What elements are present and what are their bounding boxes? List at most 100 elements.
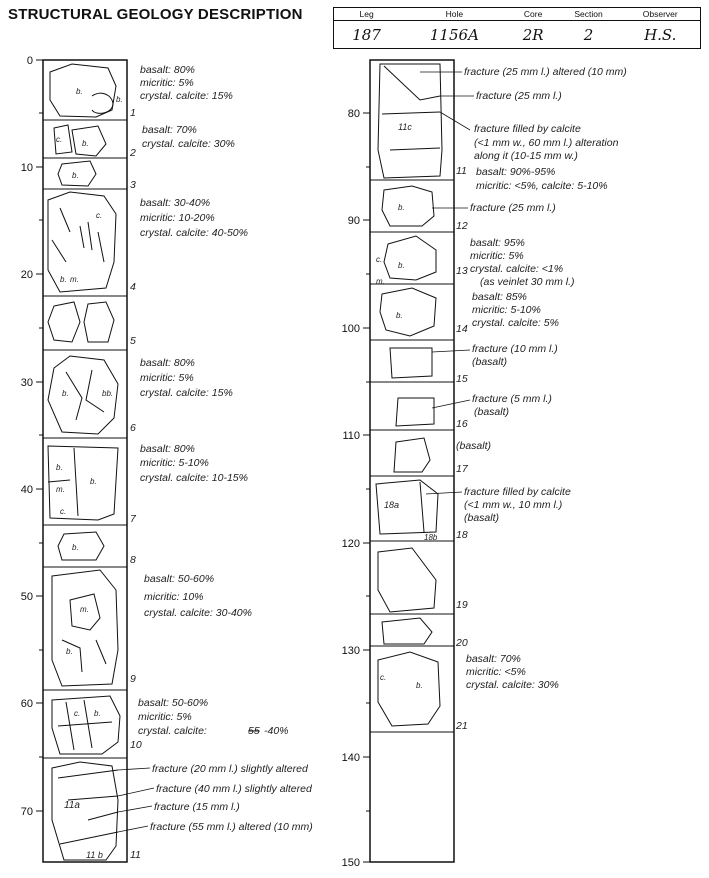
rock-piece-15 bbox=[389, 347, 433, 379]
note-p1-micritic: micritic: 5% bbox=[140, 77, 194, 89]
leader-11-4 bbox=[117, 825, 149, 833]
rock-piece-11-right bbox=[377, 63, 443, 179]
core-header-table: Leg Hole Core Section Observer 187 1156A… bbox=[333, 7, 701, 49]
depth-label-70: 70 bbox=[21, 806, 33, 818]
rock-piece-4-veins bbox=[51, 207, 105, 263]
note-r11-fill-3: along it (10-15 mm w.) bbox=[474, 150, 578, 162]
piece-1-basalt-label: b. bbox=[76, 87, 83, 96]
piece-8-basalt-label: b. bbox=[72, 543, 79, 552]
note-p15-basalt: (basalt) bbox=[472, 356, 507, 368]
note-p7-calcite: crystal. calcite: 10-15% bbox=[140, 472, 248, 484]
rock-piece-2a bbox=[53, 124, 73, 155]
rock-piece-3 bbox=[57, 160, 97, 187]
piece-number-2: 2 bbox=[129, 147, 136, 159]
note-p14-basalt: basalt: 85% bbox=[472, 291, 527, 303]
right-scale-ticks bbox=[363, 112, 370, 863]
rock-piece-11-right-fractures bbox=[381, 65, 441, 151]
piece-13-micritic-label: m. bbox=[376, 277, 385, 286]
note-p2-basalt: basalt: 70% bbox=[142, 124, 197, 136]
depth-label-40: 40 bbox=[21, 484, 33, 496]
piece-number-10: 10 bbox=[130, 739, 142, 751]
header-core-value: 2R bbox=[522, 25, 544, 44]
rock-piece-7 bbox=[47, 445, 119, 521]
piece-1-calcite-label: b. bbox=[116, 95, 123, 104]
note-p11-fracture-4: fracture (55 mm l.) altered (10 mm) bbox=[150, 821, 313, 833]
note-p18-basalt: (basalt) bbox=[464, 512, 499, 524]
piece-number-19: 19 bbox=[456, 599, 468, 611]
rock-piece-9-veins bbox=[61, 593, 107, 673]
piece-18b-label: 18b bbox=[424, 533, 438, 542]
note-p6-calcite: crystal. calcite: 15% bbox=[140, 387, 233, 399]
note-r11-fill-2: (<1 mm w., 60 mm l.) alteration bbox=[474, 137, 619, 149]
piece-11a-label: 11a bbox=[64, 800, 80, 811]
right-piece-dividers bbox=[370, 179, 454, 733]
depth-label-50: 50 bbox=[21, 591, 33, 603]
piece-10-basalt-label: b. bbox=[94, 709, 101, 718]
piece-number-11-right: 11 bbox=[456, 165, 467, 177]
note-r11-fracture-1: fracture (25 mm l.) altered (10 mm) bbox=[464, 66, 627, 78]
piece-7-basalt-label: b. bbox=[56, 463, 63, 472]
rock-piece-10 bbox=[51, 695, 121, 755]
depth-label-140: 140 bbox=[342, 752, 360, 764]
note-r11-fracture-2: fracture (25 mm l.) bbox=[476, 90, 562, 102]
piece-7-micritic-label: m. bbox=[56, 485, 65, 494]
piece-number-5: 5 bbox=[130, 335, 136, 347]
rock-piece-13 bbox=[383, 235, 437, 281]
piece-4-basalt-label: b. bbox=[60, 275, 67, 284]
rock-piece-18-fracture bbox=[419, 481, 425, 533]
note-p10-micritic: micritic: 5% bbox=[138, 711, 192, 723]
note-p14-calcite: crystal. calcite: 5% bbox=[472, 317, 559, 329]
note-p21-basalt: basalt: 70% bbox=[466, 653, 521, 665]
piece-2-basalt-label: b. bbox=[82, 139, 89, 148]
piece-number-1: 1 bbox=[130, 107, 136, 119]
header-observer-value: H.S. bbox=[644, 25, 677, 44]
header-hole-value: 1156A bbox=[429, 25, 479, 44]
rock-piece-6-veins bbox=[65, 369, 105, 421]
piece-number-20: 20 bbox=[455, 637, 468, 649]
note-p12-fracture: fracture (25 mm l.) bbox=[470, 202, 556, 214]
note-p13-veinlet: (as veinlet 30 mm l.) bbox=[480, 276, 575, 288]
header-section-value: 2 bbox=[583, 25, 594, 44]
header-section-label: Section bbox=[556, 7, 621, 21]
note-p4-micritic: micritic: 10-20% bbox=[140, 212, 215, 224]
leader-r11-3 bbox=[439, 111, 471, 131]
piece-number-8: 8 bbox=[130, 554, 136, 566]
note-p1-calcite: crystal. calcite: 15% bbox=[140, 90, 233, 102]
rock-piece-1 bbox=[49, 63, 117, 118]
piece-18a-label: 18a bbox=[384, 500, 399, 510]
piece-4-calcite-label: c. bbox=[96, 211, 102, 220]
note-p7-micritic: micritic: 5-10% bbox=[140, 457, 209, 469]
piece-number-18: 18 bbox=[456, 529, 468, 541]
depth-label-130: 130 bbox=[342, 645, 360, 657]
rock-piece-2b bbox=[71, 125, 107, 157]
rock-piece-5a bbox=[47, 301, 81, 343]
piece-7-calcite-label: c. bbox=[60, 507, 66, 516]
note-p11-fracture-3: fracture (15 mm l.) bbox=[154, 801, 240, 813]
note-p16-basalt: (basalt) bbox=[474, 406, 509, 418]
leader-16 bbox=[431, 399, 471, 409]
leader-15 bbox=[431, 349, 471, 353]
piece-number-12: 12 bbox=[456, 220, 468, 232]
note-p1-basalt: basalt: 80% bbox=[140, 64, 195, 76]
piece-4-micritic-label: m. bbox=[70, 275, 79, 284]
piece-9-basalt-label: b. bbox=[66, 647, 73, 656]
rock-piece-8 bbox=[57, 531, 105, 561]
rock-piece-7-contacts bbox=[47, 447, 79, 517]
note-p10-calcite-struck: 55 bbox=[248, 725, 260, 737]
leader-11-2 bbox=[117, 787, 155, 797]
piece-13-calcite-label: c. bbox=[376, 255, 382, 264]
note-p13-basalt: basalt: 95% bbox=[470, 237, 525, 249]
header-leg-label: Leg bbox=[333, 7, 400, 21]
piece-21-calcite-label: c. bbox=[380, 673, 386, 682]
note-p9-calcite: crystal. calcite: 30-40% bbox=[144, 607, 252, 619]
page-title: STRUCTURAL GEOLOGY DESCRIPTION bbox=[8, 6, 303, 23]
piece-10-calcite-label: c. bbox=[74, 709, 80, 718]
depth-label-110: 110 bbox=[342, 430, 360, 442]
note-p13-calcite: crystal. calcite: <1% bbox=[470, 263, 563, 275]
rock-piece-11-fractures bbox=[57, 769, 119, 845]
rock-piece-5b bbox=[83, 301, 115, 343]
leader-18 bbox=[425, 491, 463, 495]
piece-number-16: 16 bbox=[456, 418, 468, 430]
